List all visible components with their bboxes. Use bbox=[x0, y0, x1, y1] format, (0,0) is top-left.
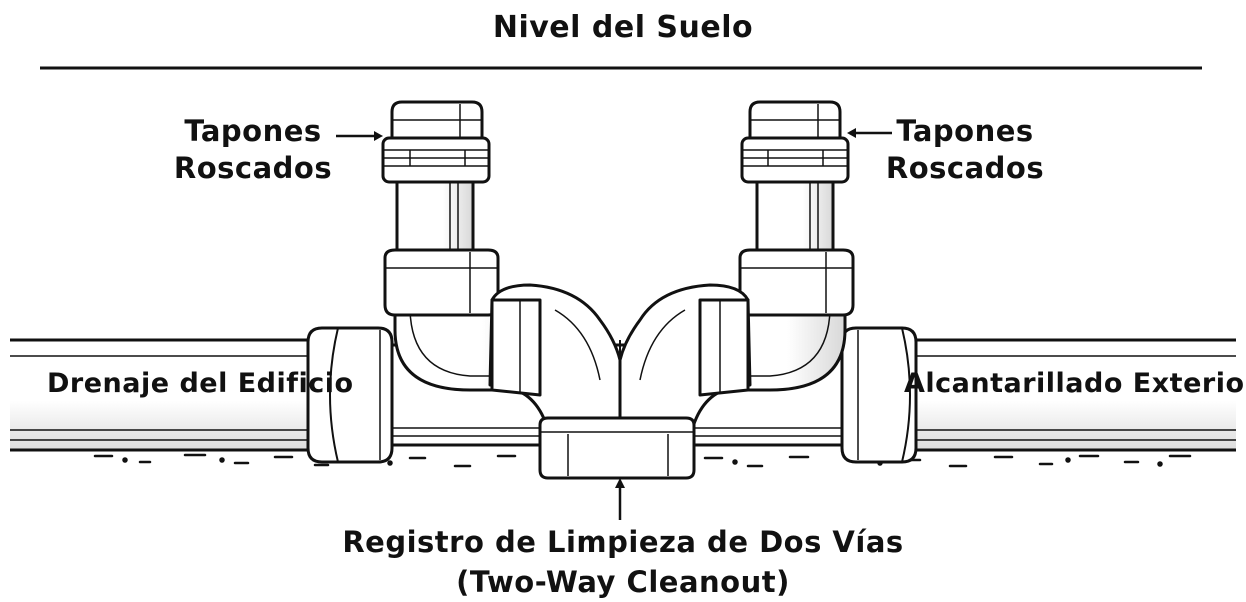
ground-level-label: Nivel del Suelo bbox=[492, 10, 754, 45]
left-threaded-cap bbox=[381, 100, 491, 184]
right-threaded-cap bbox=[740, 100, 850, 184]
left-hub-coupling bbox=[306, 326, 394, 464]
threaded-caps-right-line-1: Tapones bbox=[896, 114, 1034, 148]
threaded-caps-label-left: Tapones Roscados bbox=[168, 113, 338, 187]
exterior-sewer-pipe bbox=[880, 338, 1236, 452]
left-riser-collar bbox=[383, 248, 500, 317]
threaded-caps-right-line-2: Roscados bbox=[885, 151, 1045, 185]
exterior-sewer-label: Alcantarillado Exterior bbox=[904, 368, 1246, 399]
two-way-cleanout-fitting bbox=[488, 283, 752, 480]
threaded-caps-left-line-1: Tapones bbox=[184, 114, 322, 148]
cleanout-label-line-1: Registro de Limpieza de Dos Vías bbox=[342, 525, 904, 559]
leader-lines bbox=[336, 128, 892, 520]
building-drain-label: Drenaje del Edificio bbox=[47, 368, 354, 399]
building-drain-pipe bbox=[10, 338, 340, 452]
threaded-caps-label-right: Tapones Roscados bbox=[880, 113, 1050, 187]
cleanout-label: Registro de Limpieza de Dos Vías (Two-Wa… bbox=[323, 522, 923, 602]
right-riser-collar bbox=[738, 248, 855, 317]
cleanout-label-line-2: (Two-Way Cleanout) bbox=[456, 565, 790, 599]
threaded-caps-left-line-2: Roscados bbox=[173, 151, 333, 185]
